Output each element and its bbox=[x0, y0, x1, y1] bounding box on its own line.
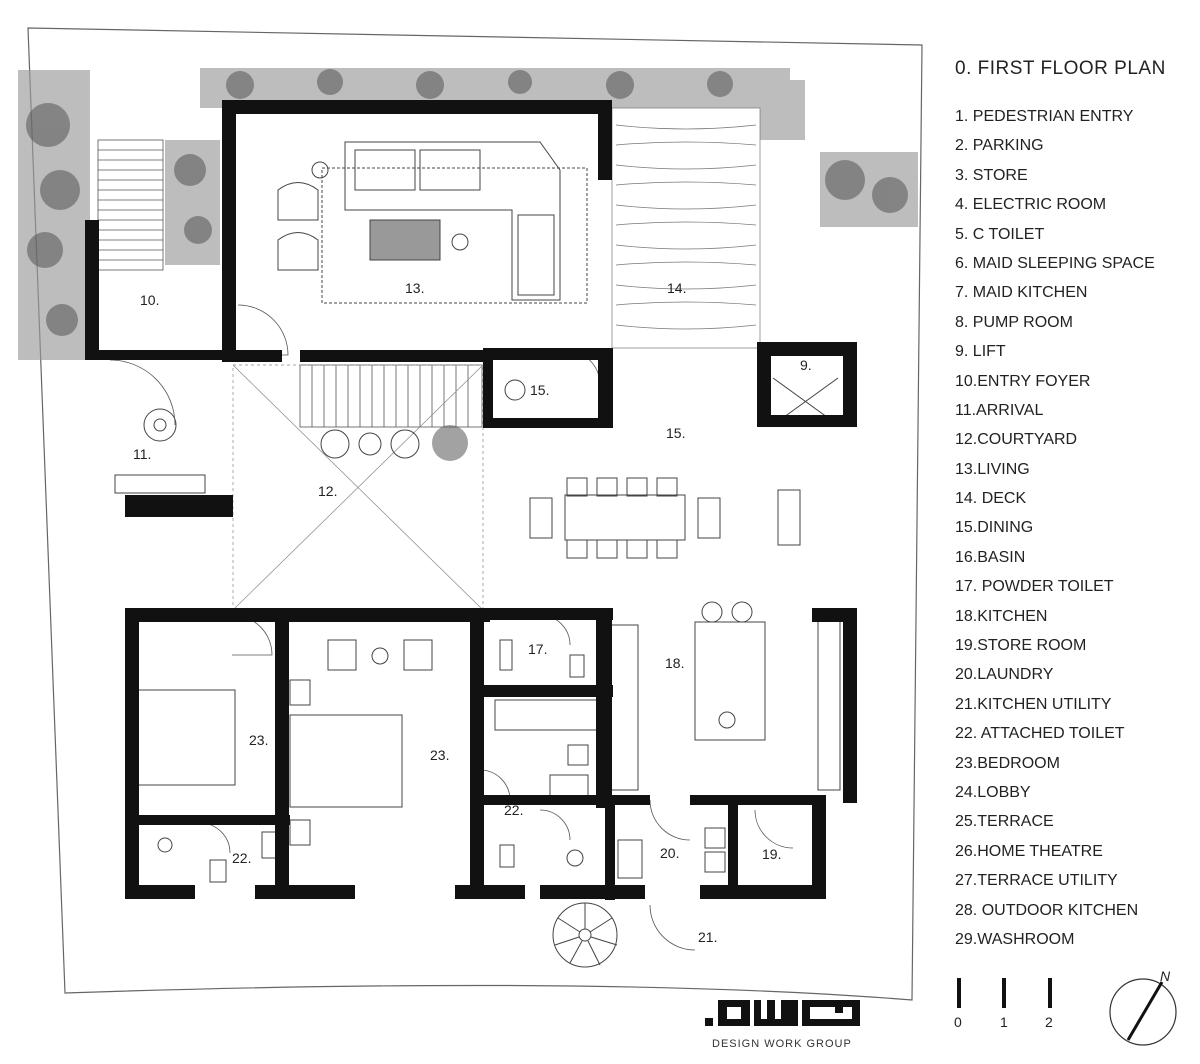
room-label-22-left: 22. bbox=[232, 850, 251, 866]
legend-item: 3. STORE bbox=[955, 166, 1028, 184]
legend-item: 29.WASHROOM bbox=[955, 930, 1075, 948]
legend-item: 25.TERRACE bbox=[955, 813, 1054, 831]
scale-label-0: 0 bbox=[954, 1014, 962, 1030]
legend-item: 6. MAID SLEEPING SPACE bbox=[955, 254, 1155, 272]
room-label-22-right: 22. bbox=[504, 802, 523, 818]
legend-item: 27.TERRACE UTILITY bbox=[955, 872, 1118, 890]
room-label-12: 12. bbox=[318, 483, 337, 499]
legend-item: 22. ATTACHED TOILET bbox=[955, 725, 1125, 743]
room-label-11: 11. bbox=[133, 446, 151, 462]
door-swings bbox=[109, 304, 794, 951]
north-label: N bbox=[1160, 968, 1171, 984]
room-label-13: 13. bbox=[405, 280, 424, 296]
legend-item: 4. ELECTRIC ROOM bbox=[955, 196, 1107, 214]
site-boundary bbox=[27, 27, 923, 1001]
legend-item: 24.LOBBY bbox=[955, 783, 1031, 801]
scale-label-2: 2 bbox=[1045, 1014, 1053, 1030]
room-label-9: 9. bbox=[800, 357, 812, 373]
legend-item: 5. C TOILET bbox=[955, 225, 1045, 243]
legend-item: 1. PEDESTRIAN ENTRY bbox=[955, 108, 1134, 125]
legend-item: 23.BEDROOM bbox=[955, 754, 1060, 772]
legend-item: 28. OUTDOOR KITCHEN bbox=[955, 901, 1139, 919]
legend-item: 12.COURTYARD bbox=[955, 431, 1078, 449]
room-label-21: 21. bbox=[698, 929, 717, 945]
legend-item: 15.DINING bbox=[955, 519, 1034, 537]
legend-item: 19.STORE ROOM bbox=[955, 637, 1087, 655]
room-label-20: 20. bbox=[660, 845, 679, 861]
legend-item: 7. MAID KITCHEN bbox=[955, 284, 1088, 302]
internal-stair bbox=[299, 364, 483, 428]
room-label-15-dining: 15. bbox=[666, 425, 685, 441]
room-label-17: 17. bbox=[528, 641, 547, 657]
legend-list: 1. PEDESTRIAN ENTRY 2. PARKING 3. STORE … bbox=[955, 102, 1195, 954]
dwg-logo: DESIGN WORK GROUP bbox=[705, 1000, 860, 1050]
plan-title: 0. FIRST FLOOR PLAN bbox=[955, 58, 1166, 79]
courtyard-cross bbox=[232, 364, 484, 611]
room-label-23-left: 23. bbox=[249, 732, 268, 748]
scale-label-1: 1 bbox=[1000, 1014, 1008, 1030]
legend: 0. FIRST FLOOR PLAN 1. PEDESTRIAN ENTRY … bbox=[955, 58, 1195, 954]
legend-item: 26.HOME THEATRE bbox=[955, 842, 1103, 860]
walls bbox=[85, 100, 857, 900]
legend-item: 9. LIFT bbox=[955, 343, 1006, 361]
tree-shrubs bbox=[26, 69, 908, 461]
legend-item: 11.ARRIVAL bbox=[955, 401, 1044, 419]
north-arrow-icon: N bbox=[1109, 968, 1177, 1046]
legend-item: 16.BASIN bbox=[955, 548, 1026, 566]
scale-bar: 0 1 2 bbox=[954, 978, 1053, 1030]
legend-item: 18.KITCHEN bbox=[955, 607, 1048, 625]
room-label-18: 18. bbox=[665, 655, 684, 671]
legend-item: 2. PARKING bbox=[955, 137, 1044, 155]
legend-item: 10.ENTRY FOYER bbox=[955, 372, 1091, 390]
stairs-entry bbox=[97, 139, 164, 271]
legend-item: 8. PUMP ROOM bbox=[955, 313, 1073, 331]
room-label-14: 14. bbox=[667, 280, 686, 296]
legend-item: 20.LAUNDRY bbox=[955, 666, 1054, 684]
legend-item: 13.LIVING bbox=[955, 460, 1030, 478]
room-label-19: 19. bbox=[762, 846, 781, 862]
legend-item: 14. DECK bbox=[955, 490, 1027, 508]
room-label-10: 10. bbox=[140, 292, 159, 308]
room-label-15-basin: 15. bbox=[530, 382, 549, 398]
logo-name: DESIGN WORK GROUP bbox=[712, 1038, 852, 1050]
room-label-23-right: 23. bbox=[430, 747, 449, 763]
legend-item: 17. POWDER TOILET bbox=[955, 578, 1114, 596]
legend-item: 21.KITCHEN UTILITY bbox=[955, 695, 1112, 713]
deck-boards bbox=[611, 107, 761, 349]
